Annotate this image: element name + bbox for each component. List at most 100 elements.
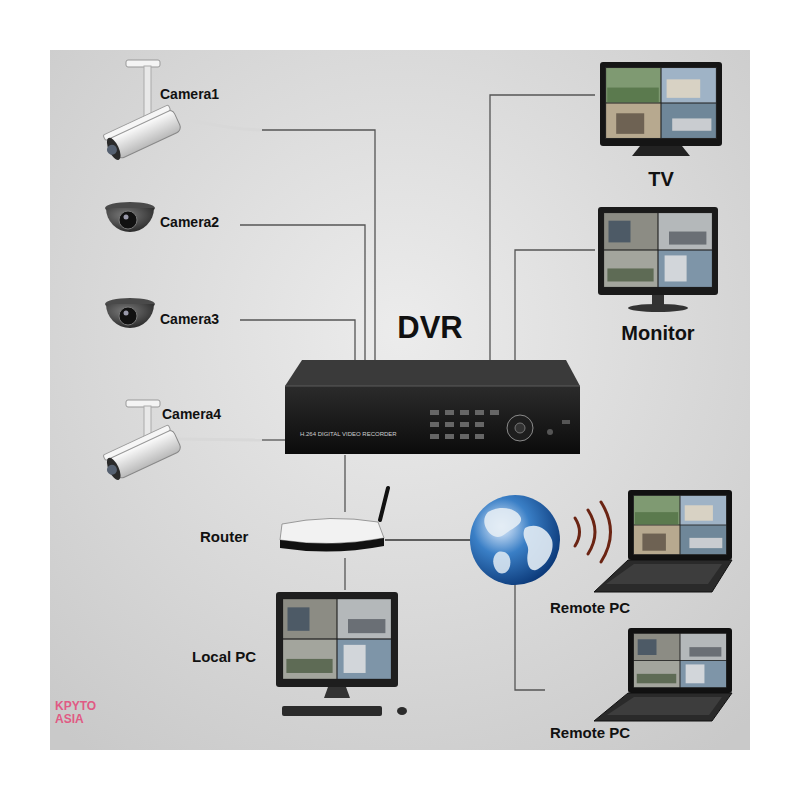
wave-arc: [588, 510, 595, 554]
sun-shield: [103, 425, 171, 461]
dvr-button: [475, 410, 484, 415]
dvr-button: [430, 410, 439, 415]
camera-mount: [126, 400, 160, 407]
device-label: Router: [200, 528, 248, 545]
cable-line: [344, 455, 345, 512]
device-node: TV: [595, 58, 725, 198]
camera-lens: [105, 143, 118, 156]
monitor: [598, 207, 718, 312]
dvr-button: [475, 434, 484, 439]
continent: [524, 526, 553, 571]
wave-arc: [575, 518, 580, 546]
cable-line: [240, 320, 355, 360]
monitor-neck: [652, 295, 664, 305]
dome-shell: [106, 208, 154, 232]
camera-mount: [126, 60, 160, 67]
cable-line: [344, 558, 345, 590]
dome-lens: [119, 211, 137, 229]
dvr-button: [460, 434, 469, 439]
laptop-base: [594, 693, 732, 721]
internet-globe: [470, 495, 560, 585]
device-node: Remote PC: [545, 485, 735, 620]
watermark: KPYTO ASIA: [55, 700, 115, 726]
dvr-buttons: [430, 410, 499, 439]
dvr-button: [430, 422, 439, 427]
laptop-base: [594, 560, 732, 592]
device-node: Remote PC: [545, 622, 735, 747]
sun-shield: [103, 105, 171, 141]
tv-stand: [632, 146, 690, 156]
camera-front: [104, 456, 123, 482]
cable-line: [240, 225, 365, 360]
keyboard: [282, 706, 382, 716]
dvr-button: [460, 422, 469, 427]
device-label: Camera2: [160, 214, 219, 230]
tv-bezel: [600, 62, 722, 146]
laptop-keyboard: [606, 564, 722, 584]
device-caption: H.264 DIGITAL VIDEO RECORDER: [300, 431, 397, 438]
laptop-screen: [633, 495, 727, 555]
tv-screen: [605, 67, 717, 139]
globe-sphere: [470, 495, 560, 585]
camera-arm: [144, 66, 151, 118]
device-label: Remote PC: [550, 724, 630, 741]
device-label: Monitor: [621, 322, 694, 345]
pc-stand: [324, 687, 350, 698]
camera-front: [104, 136, 123, 162]
router-base: [280, 538, 384, 552]
camera-cable: [177, 119, 262, 130]
lens-glint: [124, 215, 129, 220]
device-node: Monitor: [595, 203, 723, 353]
dvr-top: [285, 360, 580, 386]
pc-screen: [282, 598, 392, 680]
dvr-button: [445, 434, 454, 439]
device-label: Local PC: [192, 648, 256, 665]
dvr-port: [562, 420, 570, 424]
bullet-camera: [100, 60, 262, 163]
pc-bezel: [276, 592, 398, 687]
device-label: Remote PC: [550, 599, 630, 616]
cable-line: [262, 130, 375, 360]
wireless-waves: [575, 502, 611, 562]
laptop-lid: [628, 490, 732, 560]
dvr-front: [285, 386, 580, 454]
desktop-pc: [276, 592, 407, 716]
router-antenna: [380, 488, 388, 520]
tv-set: [600, 62, 722, 156]
continent: [493, 552, 510, 574]
camera-lens: [105, 463, 118, 476]
monitor-base: [628, 304, 688, 312]
grey-panel: [50, 50, 750, 750]
dvr-led: [547, 429, 553, 435]
device-label: Camera3: [160, 311, 219, 327]
continent: [484, 508, 521, 537]
monitor-bezel: [598, 207, 718, 295]
dvr-button: [430, 434, 439, 439]
cable-line: [490, 95, 595, 360]
router: [280, 488, 388, 552]
mouse: [397, 707, 407, 715]
camera-cable: [177, 439, 262, 440]
laptop: [594, 490, 732, 592]
device-label: TV: [648, 168, 674, 191]
dvr-button: [460, 410, 469, 415]
dome-lens: [119, 307, 137, 325]
dvr-button: [445, 410, 454, 415]
bullet-camera: [100, 400, 262, 483]
dvr-button: [490, 410, 499, 415]
laptop-lid: [628, 628, 732, 693]
laptop-screen: [633, 633, 727, 688]
cable-line: [515, 250, 595, 360]
dvr-button: [445, 422, 454, 427]
laptop-keyboard: [607, 697, 722, 715]
device-node: Camera4: [105, 395, 262, 495]
dvr-device: [285, 360, 580, 454]
device-label: DVR: [397, 310, 462, 346]
router-top: [280, 518, 384, 543]
lens-glint: [124, 311, 129, 316]
camera-body: [100, 104, 182, 163]
